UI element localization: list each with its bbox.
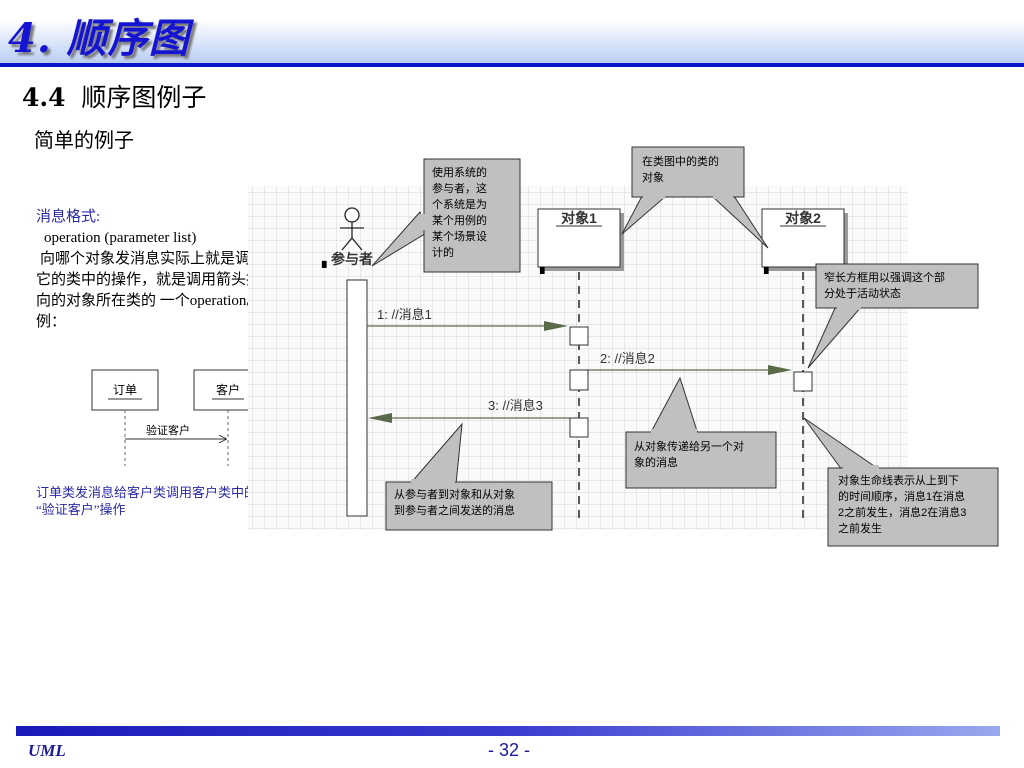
svg-text:参与者，这: 参与者，这 xyxy=(432,181,487,195)
message-3-label: 3: //消息3 xyxy=(488,398,543,413)
object1: 对象1 ▘ xyxy=(537,208,624,281)
section-number: 4.4 xyxy=(22,83,66,112)
svg-text:2之前发生，消息2在消息3: 2之前发生，消息2在消息3 xyxy=(838,505,966,519)
message-2-label: 2: //消息2 xyxy=(600,351,655,366)
header-gradient xyxy=(0,0,1024,64)
object1-label: 对象1 xyxy=(561,210,597,226)
slide-header: 4. 顺序图 xyxy=(0,0,1024,67)
svg-text:窄长方框用以强调这个部: 窄长方框用以强调这个部 xyxy=(824,270,945,284)
callout-object-message-note: 从对象传递给另一个对 象的消息 xyxy=(625,376,777,489)
footer-page-number: - 32 - xyxy=(488,740,531,760)
svg-text:对象: 对象 xyxy=(642,170,664,184)
object1-activation-3 xyxy=(569,417,589,438)
svg-text:使用系统的: 使用系统的 xyxy=(432,165,487,179)
svg-text:在类图中的类的: 在类图中的类的 xyxy=(642,154,719,168)
message-2: 2: //消息2 xyxy=(588,351,792,375)
svg-text:到参与者之间发送的消息: 到参与者之间发送的消息 xyxy=(394,503,515,517)
callout-actor-message-note: 从参与者到对象和从对象 到参与者之间发送的消息 xyxy=(385,422,553,531)
actor-activation-bar xyxy=(346,279,368,517)
mini-message-label: 验证客户 xyxy=(146,423,190,437)
svg-text:从对象传递给另一个对: 从对象传递给另一个对 xyxy=(634,439,744,453)
header-rule xyxy=(0,63,1024,67)
message-3-arrowhead xyxy=(368,413,392,423)
message-1: 1: //消息1 xyxy=(367,307,568,331)
callout-object-message-box xyxy=(625,431,777,489)
description-line-1: 向哪个对象发消息实际上就是调用 xyxy=(40,251,266,267)
svg-text:某个用例的: 某个用例的 xyxy=(432,213,487,227)
object2-label: 对象2 xyxy=(785,210,821,226)
callout-actor-note: 使用系统的 参与者，这 个系统是为 某个用例的 某个场景设 计的 xyxy=(371,158,521,273)
svg-text:对象生命线表示从上到下: 对象生命线表示从上到下 xyxy=(838,473,959,487)
callout-actor-message-box xyxy=(385,481,553,531)
svg-text:从参与者到对象和从对象: 从参与者到对象和从对象 xyxy=(394,487,515,501)
svg-text:之前发生: 之前发生 xyxy=(838,521,882,535)
slide-title: 4. 顺序图 xyxy=(8,15,190,62)
svg-text:象的消息: 象的消息 xyxy=(634,455,678,469)
message-1-arrowhead xyxy=(544,321,568,331)
object1-activation-2 xyxy=(569,369,589,391)
object2-box xyxy=(761,208,845,268)
actor-head xyxy=(344,207,360,223)
svg-text:计的: 计的 xyxy=(432,245,454,259)
message-2-arrowhead xyxy=(768,365,792,375)
message-1-label: 1: //消息1 xyxy=(377,307,432,322)
mini-box-order xyxy=(91,369,159,411)
actor: 参与者 ▘ xyxy=(321,207,373,275)
callout-class-box xyxy=(631,146,745,198)
format-syntax: operation (parameter list) xyxy=(44,230,197,246)
footer-bar xyxy=(16,726,1000,736)
format-label: 消息格式: xyxy=(36,209,101,225)
svg-text:▘: ▘ xyxy=(539,266,549,281)
callout-class-note: 在类图中的类的 对象 xyxy=(621,146,769,249)
actor-corner-mark: ▘ xyxy=(321,260,331,275)
section-title: 4.4 顺序图例子 xyxy=(22,78,206,114)
description-line-2: 它的类中的操作，就是调用箭头指 xyxy=(36,272,262,288)
message-3: 3: //消息3 xyxy=(368,398,570,423)
section-title-text: 顺序图例子 xyxy=(81,83,207,112)
object1-activation-1 xyxy=(569,326,589,346)
object2: 对象2 ▘ xyxy=(761,208,848,281)
callout-activation-note: 窄长方框用以强调这个部 分处于活动状态 xyxy=(807,263,979,369)
svg-text:分处于活动状态: 分处于活动状态 xyxy=(824,286,901,300)
mini-box-order-label: 订单 xyxy=(113,383,137,397)
caption-line-2: “验证客户”操作 xyxy=(36,502,126,517)
object2-activation xyxy=(793,371,813,392)
svg-text:▘: ▘ xyxy=(763,266,773,281)
callout-lifeline-note: 对象生命线表示从上到下 的时间顺序，消息1在消息 2之前发生，消息2在消息3 之… xyxy=(803,417,999,547)
caption-line-1: 订单类发消息给客户类调用客户类中的 xyxy=(36,485,258,500)
svg-text:某个场景设: 某个场景设 xyxy=(432,229,487,243)
callout-lifeline-box xyxy=(827,467,999,547)
mini-box-customer-label: 客户 xyxy=(216,382,240,397)
message-format-description: 消息格式: operation (parameter list) 向哪个对象发消… xyxy=(36,207,300,333)
callout-activation-box xyxy=(815,263,979,309)
description-line-3: 向的对象所在类的 一个operation。 xyxy=(36,293,262,309)
example-caption: 订单类发消息给客户类调用客户类中的 “验证客户”操作 xyxy=(36,484,296,518)
svg-text:的时间顺序，消息1在消息: 的时间顺序，消息1在消息 xyxy=(838,489,965,503)
callout-actor-box xyxy=(423,158,521,273)
actor-label: 参与者 xyxy=(331,251,373,267)
object1-box xyxy=(537,208,621,268)
subtitle: 简单的例子 xyxy=(34,128,134,152)
example-label: 例： xyxy=(36,314,67,330)
svg-text:个系统是为: 个系统是为 xyxy=(432,198,487,211)
footer-course-label: UML xyxy=(28,741,66,760)
